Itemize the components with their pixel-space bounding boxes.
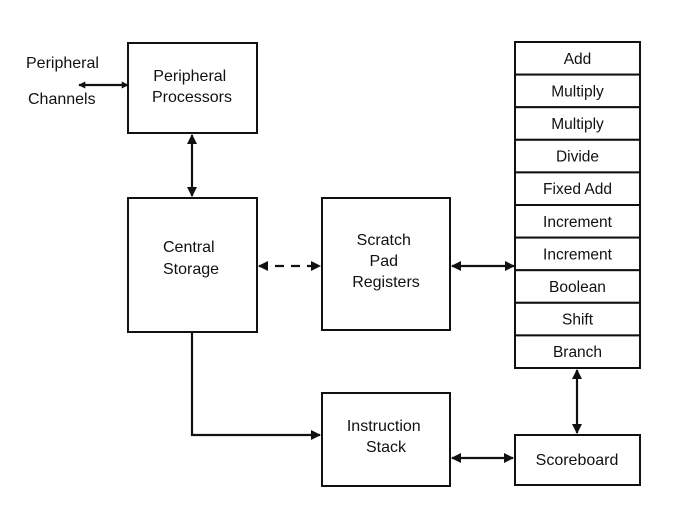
scratch-pad-line2: Pad: [370, 253, 398, 270]
scratch-pad-line1: Scratch: [357, 232, 411, 249]
functional-unit: Boolean: [514, 269, 641, 304]
instruction-stack-line1: Instruction: [347, 418, 421, 435]
storage-instruction-stack-line: [190, 332, 321, 440]
functional-unit-label: Increment: [543, 246, 613, 263]
functional-unit-label: Shift: [562, 312, 594, 329]
functional-unit-label: Add: [564, 51, 592, 68]
svg-text:Instruction Stack: Instruction Stack: [347, 418, 425, 456]
instruction-stack-block: Instruction Stack: [321, 392, 451, 487]
instruction-stack-line2: Stack: [366, 439, 407, 456]
peripheral-channels-line1: Peripheral: [26, 55, 99, 72]
functional-unit-label: Multiply: [551, 116, 604, 133]
peripheral-processors-block: Peripheral Processors: [127, 42, 258, 134]
central-storage-block: Central Storage: [127, 197, 258, 333]
scratch-pad-line3: Registers: [352, 274, 420, 291]
functional-unit: Multiply: [514, 106, 641, 141]
svg-text:Scratch Pad Regist: Scratch Pad Registers: [352, 232, 420, 291]
peripheral-processors-line1: Peripheral: [153, 68, 226, 85]
functional-unit-label: Branch: [553, 344, 602, 361]
svg-text:Central Storage: Central Storage: [163, 239, 219, 278]
functional-unit: Add: [514, 41, 641, 76]
functional-unit: Shift: [514, 301, 641, 337]
peripheral-channels-label: Peripheral Channels: [26, 55, 103, 108]
svg-text:Peripheral Processors: Peripheral Processors: [152, 68, 232, 106]
scoreboard-block: Scoreboard: [514, 434, 641, 486]
functional-unit: Multiply: [514, 73, 641, 109]
peripheral-processors-line2: Processors: [152, 89, 232, 106]
functional-unit: Increment: [514, 204, 641, 239]
scratch-pad-registers-block: Scratch Pad Registers: [321, 197, 451, 331]
peripheral-channels-line2: Channels: [28, 91, 96, 108]
functional-unit: Increment: [514, 236, 641, 272]
functional-unit: Divide: [514, 138, 641, 174]
functional-unit-label: Fixed Add: [543, 181, 612, 198]
central-storage-line1: Central: [163, 239, 215, 256]
functional-unit-label: Divide: [556, 149, 599, 166]
functional-unit: Branch: [514, 334, 641, 369]
functional-unit-label: Boolean: [549, 279, 606, 296]
scoreboard-label: Scoreboard: [536, 452, 619, 469]
central-storage-line2: Storage: [163, 261, 219, 278]
functional-unit: Fixed Add: [514, 171, 641, 206]
functional-unit-label: Increment: [543, 214, 613, 231]
functional-unit-label: Multiply: [551, 83, 604, 100]
